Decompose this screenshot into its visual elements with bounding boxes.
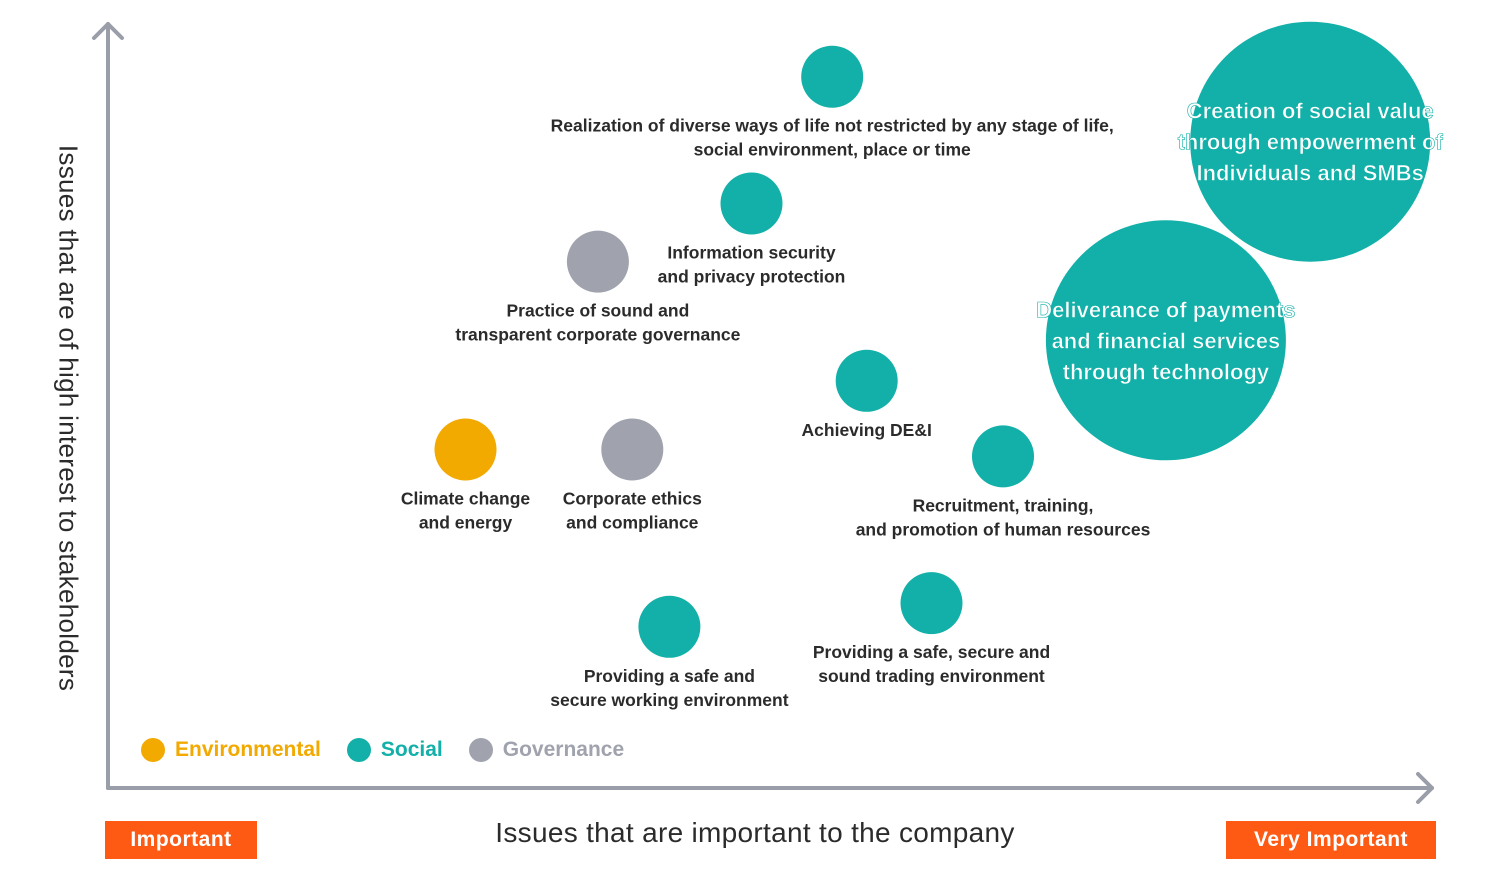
- point-3-social: [835, 349, 898, 412]
- point-5-governance: [601, 418, 664, 481]
- chart-points: Realization of diverse ways of life not …: [401, 21, 1444, 710]
- point-4-environmental: [434, 418, 497, 481]
- point-2-governance: [566, 230, 629, 293]
- legend-item-governance: Governance: [468, 738, 625, 762]
- x-range-low-badge: Important: [105, 821, 257, 859]
- y-axis-label: Issues that are of high interest to stak…: [53, 144, 84, 692]
- legend-dot-governance: [468, 738, 493, 762]
- point-8-social: [638, 595, 701, 658]
- y-axis-arrow: [92, 22, 124, 40]
- point-6-social: [972, 425, 1034, 488]
- chart-axes: [92, 22, 1434, 804]
- point-10-social: [1045, 220, 1286, 461]
- legend-dot-social: [346, 738, 371, 762]
- point-6-label: Recruitment, training,and promotion of h…: [856, 495, 1151, 539]
- point-0-label: Realization of diverse ways of life not …: [551, 116, 1114, 160]
- point-3-label: Achieving DE&I: [802, 420, 932, 440]
- legend-item-social: Social: [346, 738, 443, 762]
- legend-label-environmental: Environmental: [175, 738, 321, 761]
- point-1-social: [720, 172, 783, 235]
- x-axis-label: Issues that are important to the company: [495, 817, 1015, 848]
- chart-legend: Environmental Social Governance: [141, 738, 624, 762]
- x-range-high-badge: Very Important: [1226, 821, 1436, 859]
- point-9-social: [1190, 21, 1431, 262]
- legend-item-environmental: Environmental: [141, 738, 321, 762]
- legend-label-social: Social: [380, 738, 443, 761]
- legend-dot-environmental: [141, 738, 165, 762]
- legend-label-governance: Governance: [502, 738, 625, 761]
- point-7-social: [900, 572, 963, 635]
- point-0-social: [801, 45, 864, 108]
- x-axis-arrow: [1416, 772, 1434, 804]
